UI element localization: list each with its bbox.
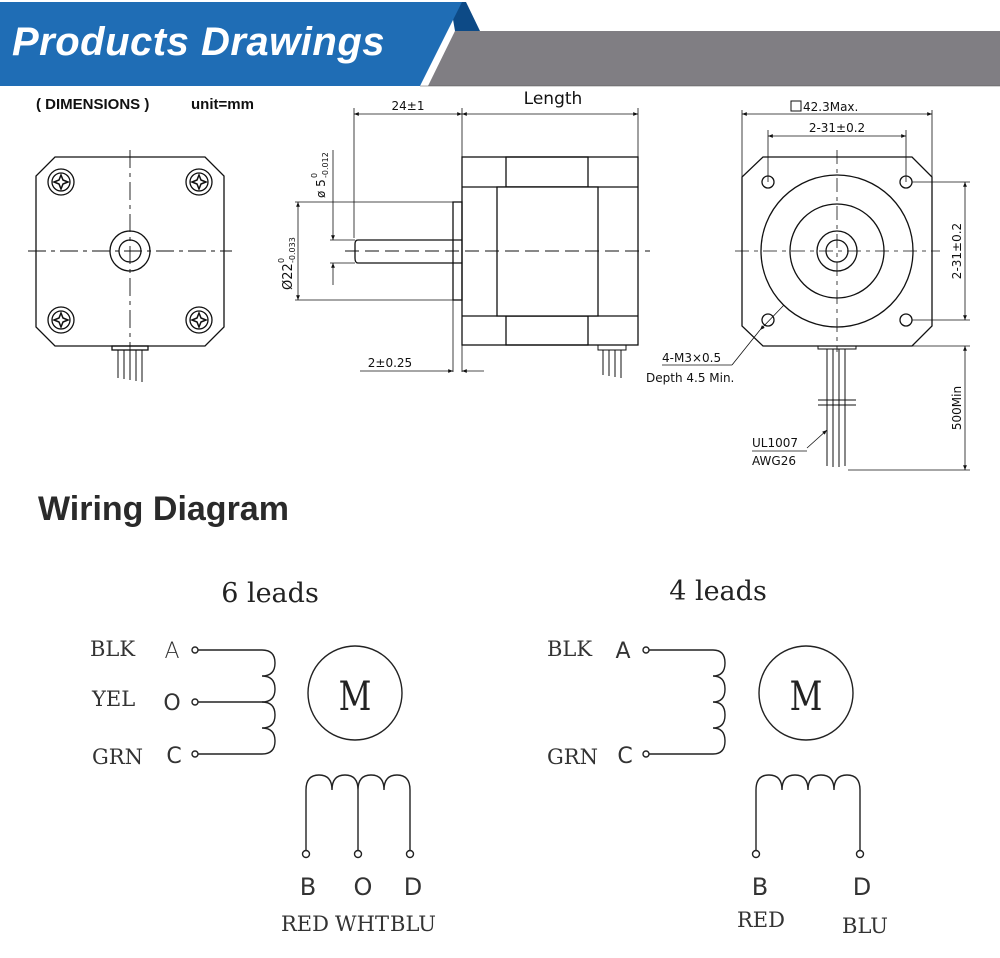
svg-text:ø 5: ø 5 <box>314 179 328 198</box>
lead-color-label: GRN <box>92 745 143 769</box>
terminal-label: O <box>354 873 373 901</box>
banner-blue-panel <box>0 2 462 86</box>
svg-text:-0.012: -0.012 <box>321 152 330 178</box>
thread-spec: 4-M3×0.5 <box>662 351 721 365</box>
terminal-label: C <box>617 744 632 769</box>
lead-color-label: BLU <box>390 912 436 936</box>
terminal-label: A <box>615 639 630 664</box>
body-length-dim: Length <box>524 89 583 109</box>
terminal-label: D <box>404 873 422 901</box>
terminal-dot <box>405 849 415 859</box>
dimensions-label: ( DIMENSIONS ) <box>36 96 150 113</box>
screw-icon <box>185 168 213 196</box>
svg-text:Ø22: Ø22 <box>281 263 296 290</box>
terminal-label: D <box>853 873 871 901</box>
wiring-4-leads: 4 leads BLK GRN A C M B D RED BLU <box>547 576 888 938</box>
motor-circle <box>307 645 403 741</box>
hole-spacing-h-dim: 2-31±0.2 <box>809 121 865 135</box>
terminal-label: A <box>164 639 179 664</box>
motor-symbol: M <box>790 672 823 719</box>
terminal-dot <box>751 849 761 859</box>
terminal-dot <box>642 646 650 654</box>
terminal-label: O <box>163 691 180 716</box>
wiring-heading: Wiring Diagram <box>38 490 289 528</box>
lead-color-label: GRN <box>547 745 598 769</box>
terminal-dot <box>855 849 865 859</box>
lead-color-label: RED <box>281 912 329 936</box>
shaft-length-dim: 24±1 <box>392 99 425 113</box>
screw-icon <box>185 306 213 334</box>
wire-spec-ul: UL1007 <box>752 436 798 450</box>
screw-icon <box>47 168 75 196</box>
terminal-dot <box>353 849 363 859</box>
mount-hole <box>761 313 775 327</box>
terminal-dot <box>642 750 650 758</box>
shaft-diameter-dim: ø 5 0 -0.012 <box>310 152 330 198</box>
banner-gray-band <box>428 31 1000 86</box>
wiring-6-leads: 6 leads BLK YEL GRN A O C M B O D RED WH… <box>90 578 436 936</box>
wire-spec-awg: AWG26 <box>752 454 796 468</box>
boss-height-dim: 2±0.25 <box>368 356 412 370</box>
terminal-label: C <box>166 744 181 769</box>
lead-color-label: YEL <box>91 687 135 711</box>
lead-color-label: BLU <box>842 914 888 938</box>
coil-ac <box>649 649 726 755</box>
terminal-dot <box>191 750 199 758</box>
page-title: Products Drawings <box>12 20 386 64</box>
hole-spacing-v-dim: 2-31±0.2 <box>950 223 964 279</box>
unit-label: unit=mm <box>191 96 254 113</box>
svg-text:42.3Max.: 42.3Max. <box>803 100 858 114</box>
frame-size-dim: 42.3Max. <box>790 100 858 114</box>
coil-a <box>198 649 276 703</box>
terminal-label: B <box>300 873 316 901</box>
lead-color-label: BLK <box>547 637 592 661</box>
mechanical-drawings: 24±1 Length 2±0.25 ø 5 0 -0.012 Ø22 0 -0… <box>28 89 970 471</box>
svg-text:0: 0 <box>277 258 286 263</box>
motor-stator <box>496 186 599 317</box>
front-view-frame <box>35 156 225 347</box>
thread-depth: Depth 4.5 Min. <box>646 371 734 385</box>
coil-c <box>198 701 276 755</box>
side-view <box>295 108 650 378</box>
svg-text:-0.033: -0.033 <box>288 237 297 263</box>
coil-bd <box>755 774 861 850</box>
motor-symbol: M <box>339 672 372 719</box>
four-leads-title: 4 leads <box>669 576 767 607</box>
lead-length-dim: 500Min <box>950 386 964 430</box>
screw-icon <box>47 306 75 334</box>
motor-circle <box>758 645 854 741</box>
boss-diameter-dim: Ø22 0 -0.033 <box>277 237 297 290</box>
lead-color-label: WHT <box>335 912 389 936</box>
six-leads-title: 6 leads <box>221 578 319 609</box>
lead-color-label: BLK <box>90 637 135 661</box>
terminal-dot <box>301 849 311 859</box>
rear-view <box>662 110 970 471</box>
header-banner <box>0 2 1000 87</box>
coil-b <box>305 774 411 850</box>
lead-color-label: RED <box>737 908 785 932</box>
terminal-label: B <box>752 873 768 901</box>
svg-text:0: 0 <box>310 173 319 178</box>
terminal-dot <box>191 698 199 706</box>
lead-wires <box>117 350 143 382</box>
front-view <box>28 150 232 382</box>
terminal-dot <box>191 646 199 654</box>
